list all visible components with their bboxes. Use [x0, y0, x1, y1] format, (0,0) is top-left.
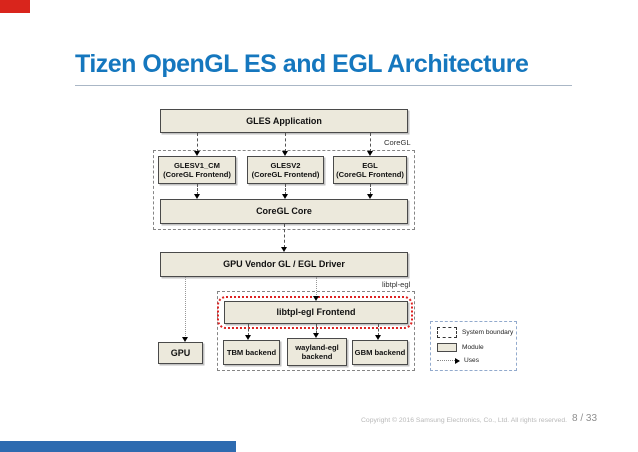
node-label: GPU Vendor GL / EGL Driver — [223, 259, 345, 270]
node-label: GLES Application — [246, 115, 322, 126]
node-label: CoreGL Core — [256, 206, 312, 217]
node-glesv1-cm: GLESV1_CM (CoreGL Frontend) — [158, 156, 236, 184]
node-label-line2: (CoreGL Frontend) — [336, 170, 404, 179]
node-label-line1: GLESV2 — [270, 160, 301, 170]
module-swatch-icon — [437, 343, 457, 352]
node-label-line1: EGL — [362, 160, 378, 170]
node-egl: EGL (CoreGL Frontend) — [333, 156, 407, 184]
node-gpu: GPU — [158, 342, 203, 364]
boundary-coregl-label: CoreGL — [384, 138, 411, 147]
legend-item-uses: Uses — [437, 357, 511, 364]
node-wayland-egl-backend: wayland-egl backend — [287, 338, 347, 366]
node-gbm-backend: GBM backend — [352, 340, 408, 365]
node-gles-application: GLES Application — [160, 109, 408, 133]
arrow-frontend-to-wayland — [312, 324, 321, 338]
boundary-libtpl-egl-label: libtpl-egl — [382, 280, 411, 289]
arrow-glesv2-to-core — [281, 184, 290, 199]
system-boundary-swatch-icon — [437, 327, 457, 338]
uses-arrow-icon — [437, 357, 460, 364]
arrow-app-to-glesv1 — [193, 133, 202, 156]
bottom-bar-blue — [0, 441, 236, 452]
legend-label: Module — [462, 344, 484, 351]
node-coregl-core: CoreGL Core — [160, 199, 408, 224]
arrow-vendor-to-frontend — [312, 277, 321, 301]
arrow-glesv1-to-core — [193, 184, 202, 199]
legend-item-module: Module — [437, 343, 511, 352]
node-label: libtpl-egl Frontend — [276, 307, 356, 318]
arrow-frontend-to-tbm — [244, 324, 253, 340]
legend: System boundary Module Uses — [430, 321, 517, 371]
arrow-egl-to-core — [366, 184, 375, 199]
arrow-core-to-vendor — [280, 224, 289, 252]
arrow-frontend-to-gbm — [374, 324, 383, 340]
corner-accent-red — [0, 0, 30, 13]
legend-item-system-boundary: System boundary — [437, 327, 514, 338]
legend-label: Uses — [464, 357, 480, 364]
node-glesv2: GLESV2 (CoreGL Frontend) — [247, 156, 324, 184]
arrow-app-to-egl — [366, 133, 375, 156]
copyright-text: Copyright © 2016 Samsung Electronics, Co… — [361, 417, 567, 424]
arrow-app-to-glesv2 — [281, 133, 290, 156]
node-label-line1: wayland-egl — [295, 342, 339, 352]
node-tbm-backend: TBM backend — [223, 340, 280, 365]
node-label-line2: (CoreGL Frontend) — [251, 170, 320, 179]
title-underline — [75, 85, 572, 86]
page-number: 8 / 33 — [572, 413, 598, 424]
page-title: Tizen OpenGL ES and EGL Architecture — [75, 50, 529, 78]
node-label: GBM backend — [354, 347, 406, 357]
node-gpu-vendor-driver: GPU Vendor GL / EGL Driver — [160, 252, 408, 277]
node-label-line2: backend — [301, 352, 333, 361]
node-label: TBM backend — [226, 347, 277, 357]
node-libtpl-egl-frontend: libtpl-egl Frontend — [224, 301, 408, 324]
arrow-vendor-to-gpu — [181, 277, 190, 342]
node-label: GPU — [170, 347, 191, 358]
node-label-line1: GLESV1_CM — [174, 160, 220, 170]
node-label-line2: (CoreGL Frontend) — [163, 170, 231, 179]
legend-label: System boundary — [462, 329, 514, 336]
